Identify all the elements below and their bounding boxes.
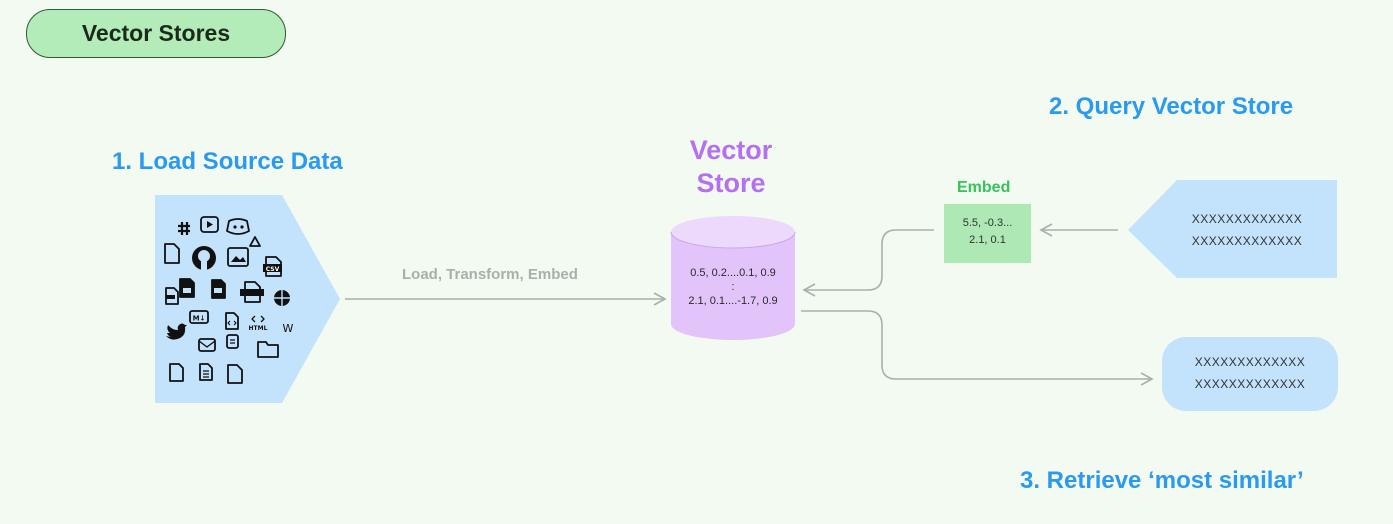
folder-icon	[257, 341, 279, 358]
source-icons: CSV M↓	[164, 216, 294, 384]
file-icon	[227, 364, 243, 384]
youtube-icon	[200, 216, 219, 233]
ppt-icon	[211, 279, 226, 299]
embed-title: Embed	[957, 179, 1011, 196]
query-line-2: XXXXXXXXXXXXX	[1191, 234, 1303, 248]
embed-line-2: 2.1, 0.1	[969, 234, 1006, 246]
web-icon	[274, 290, 290, 306]
query-panel	[1128, 180, 1337, 278]
file-icon	[169, 363, 184, 382]
vector-store-title-line1: Vector	[689, 135, 773, 165]
markdown-icon-label: M↓	[193, 315, 206, 323]
slack-icon	[178, 222, 190, 235]
doc-icon	[179, 278, 195, 298]
vector-row-separator: :	[731, 281, 735, 293]
vector-row-1: 0.5, 0.2....0.1, 0.9	[690, 267, 776, 279]
vector-store-title: Vector Store	[670, 134, 792, 200]
html-icon-label: HTML	[249, 325, 268, 332]
pdf-icon	[165, 287, 179, 305]
step-query-heading: 2. Query Vector Store	[1049, 93, 1294, 120]
vector-store-values: 0.5, 0.2....0.1, 0.9 : 2.1, 0.1....-1.7,…	[671, 264, 795, 310]
vector-stores-badge: Vector Stores	[26, 9, 286, 58]
load-transform-embed-label: Load, Transform, Embed	[402, 266, 578, 283]
embed-to-store-arrow	[802, 229, 934, 297]
twitter-icon	[166, 323, 187, 340]
embed-values: 5.5, -0.3... 2.1, 0.1	[944, 215, 1031, 249]
result-panel	[1162, 337, 1338, 411]
query-text: XXXXXXXXXXXXX XXXXXXXXXXXXX	[1172, 208, 1322, 252]
wikipedia-icon: W	[283, 322, 294, 335]
discord-icon	[226, 218, 250, 235]
vector-row-2: 2.1, 0.1....-1.7, 0.9	[688, 295, 778, 307]
markdown-icon: M↓	[189, 310, 209, 324]
image-icon	[227, 247, 249, 267]
query-line-1: XXXXXXXXXXXXX	[1191, 212, 1303, 226]
wikipedia-icon-label: W	[283, 322, 294, 335]
store-to-result-arrow	[801, 310, 1154, 386]
csv-icon-label: CSV	[266, 266, 280, 273]
csv-icon: CSV	[263, 256, 282, 277]
result-line-2: XXXXXXXXXXXXX	[1194, 377, 1306, 391]
github-icon	[192, 246, 216, 270]
code-icon	[225, 312, 239, 330]
notes-icon	[226, 334, 239, 349]
xlsx-icon	[240, 281, 264, 303]
email-icon	[198, 338, 216, 352]
text-file-icon	[199, 363, 213, 381]
html-icon: HTML	[249, 315, 268, 332]
badge-label: Vector Stores	[81, 20, 231, 46]
step-retrieve-heading: 3. Retrieve ‘most similar’	[1020, 467, 1304, 494]
embed-line-1: 5.5, -0.3...	[962, 217, 1013, 229]
file-icon	[164, 243, 180, 264]
vector-store-title-line2: Store	[696, 168, 766, 198]
result-line-1: XXXXXXXXXXXXX	[1194, 355, 1306, 369]
result-text: XXXXXXXXXXXXX XXXXXXXXXXXXX	[1175, 351, 1325, 395]
drive-icon	[249, 236, 261, 247]
step-load-heading: 1. Load Source Data	[112, 148, 343, 175]
vector-store-cylinder	[670, 216, 796, 340]
embed-box	[944, 204, 1031, 263]
